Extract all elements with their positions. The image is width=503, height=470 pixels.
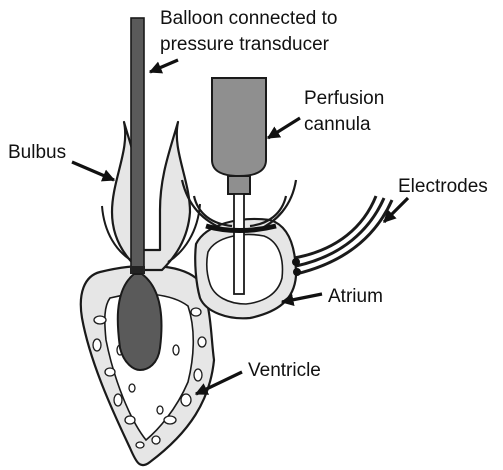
label-balloon-line2: pressure transducer	[160, 34, 330, 55]
arrow-perfusion-cannula	[268, 118, 300, 138]
label-ventricle: Ventricle	[248, 360, 321, 381]
label-electrodes: Electrodes	[398, 176, 488, 197]
arrow-bulbus	[72, 162, 114, 180]
label-atrium: Atrium	[328, 286, 383, 307]
label-perfusion-line2: cannula	[304, 114, 371, 135]
arrow-balloon	[150, 60, 178, 72]
label-bulbus: Bulbus	[8, 142, 66, 163]
electrodes	[292, 196, 392, 276]
label-balloon-line1: Balloon connected to	[160, 8, 337, 29]
label-perfusion-line1: Perfusion	[304, 88, 384, 109]
bulbus	[102, 122, 200, 270]
